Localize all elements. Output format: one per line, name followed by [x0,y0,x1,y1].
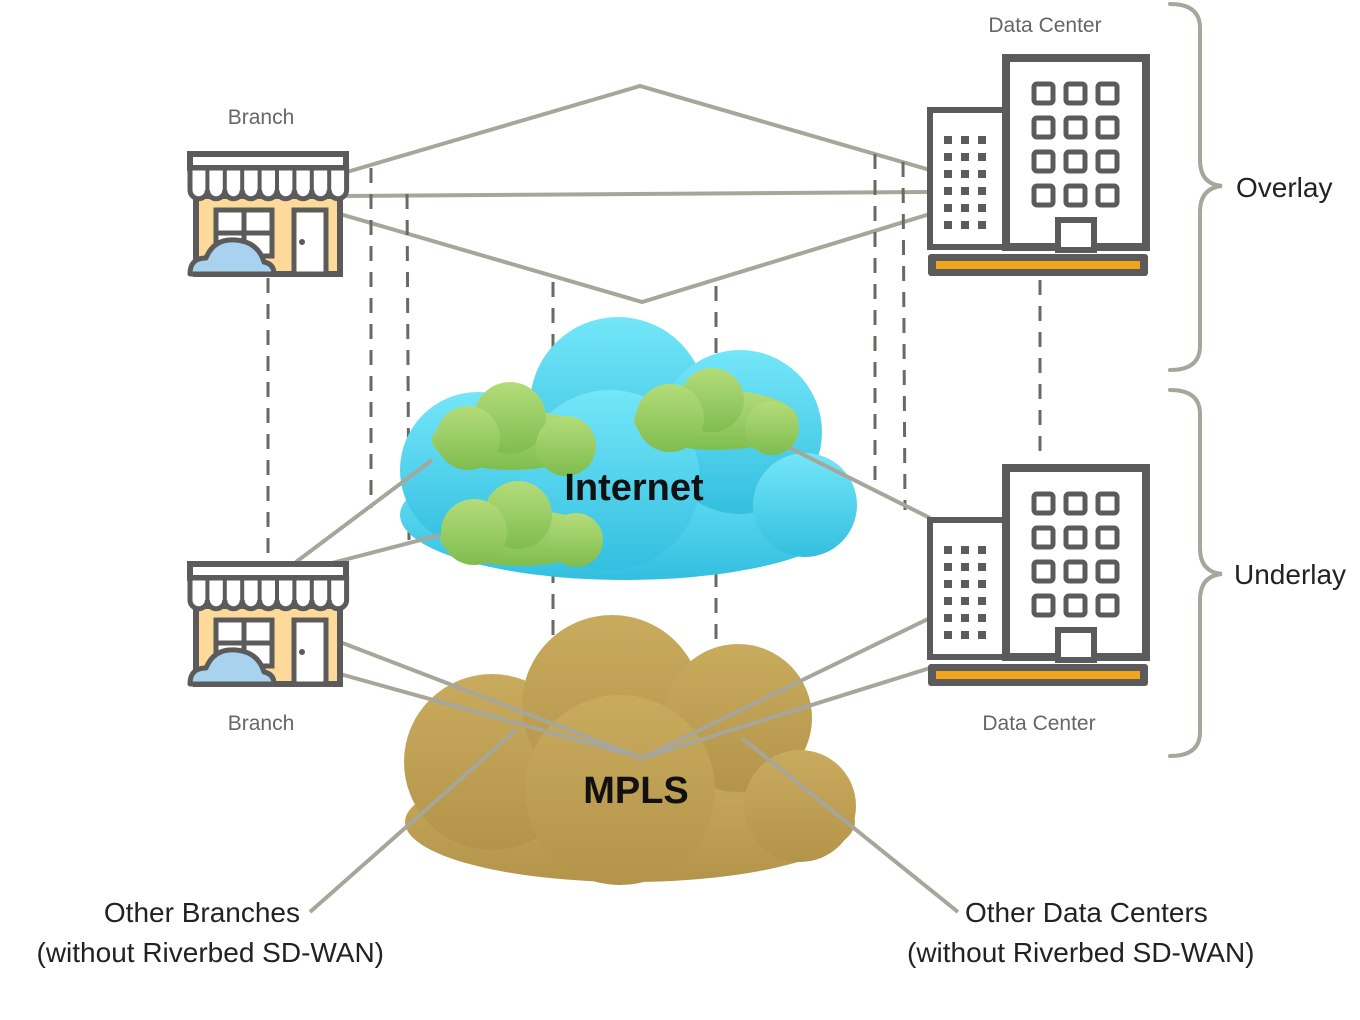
internet-label: Internet [564,467,704,509]
internet-to-dc-line [789,446,931,520]
branch-top-icon [190,154,347,274]
other-dcs-leader-line [740,736,960,914]
mpls-cloud [404,615,856,885]
other-dcs-label-line1: Other Data Centers [965,897,1208,928]
underlay-connections [294,446,960,914]
green-cloud-left [432,382,596,476]
overlay-connections [339,83,931,305]
underlay-brace [1168,388,1223,758]
other-branches-label-line1: Other Branches [104,897,300,928]
overlay-line-middle [339,190,931,198]
datacenter-bottom-label: Data Center [982,712,1095,735]
other-dcs-label-line2: (without Riverbed SD-WAN) [907,937,1254,968]
overlay-line-lower [339,212,931,305]
other-branches-label-line2: (without Riverbed SD-WAN) [37,937,384,968]
datacenter-top-icon [928,58,1148,276]
green-cloud-right [634,368,799,455]
overlay-brace [1168,2,1223,372]
internet-cloud [400,317,857,580]
underlay-label: Underlay [1234,559,1346,590]
other-branches-leader-line [308,728,518,914]
dashed-right-outer [901,161,907,511]
datacenter-top-label: Data Center [988,14,1101,37]
mpls-label: MPLS [583,770,689,812]
branch-mpls-dc-line-2 [339,666,931,761]
overlay-line-upper [339,83,931,176]
green-cloud-bottom [440,481,603,567]
branch-top-label: Branch [228,106,295,129]
branch-to-internet-line-1 [294,458,434,564]
branch-bottom-icon [190,564,347,684]
branch-bottom-label: Branch [228,712,295,735]
overlay-label: Overlay [1236,172,1332,203]
datacenter-bottom-icon [928,468,1148,686]
